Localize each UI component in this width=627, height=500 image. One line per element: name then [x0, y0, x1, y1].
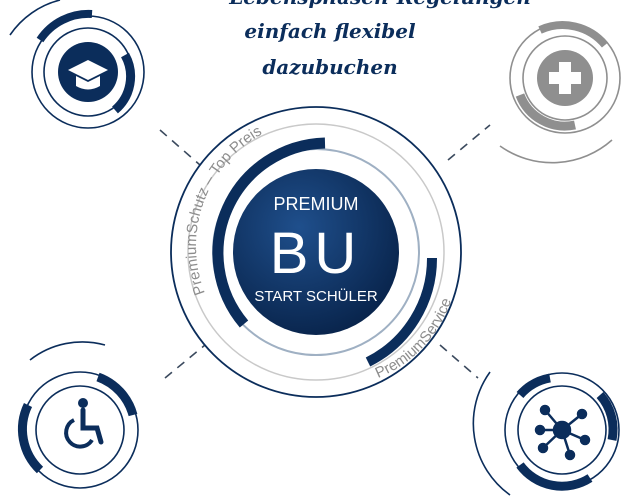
satellite-disability [17, 341, 139, 489]
core-bu: BU [270, 221, 363, 286]
satellite-health [499, 21, 621, 164]
connector-lines [159, 124, 491, 379]
connector-top-left [159, 129, 201, 166]
central-rings [170, 106, 462, 398]
core-premium: PREMIUM [274, 194, 359, 214]
connector-top-right [447, 124, 491, 161]
connector-bottom-right [439, 344, 479, 379]
graduation-cap-icon [58, 42, 118, 102]
network-hub-icon [534, 404, 591, 461]
middle-grey-ring [187, 123, 445, 381]
outer-thin-ring [170, 106, 462, 398]
connector-bottom-left [164, 344, 206, 379]
top-handwritten-note: Lebensphasen-Regelungen einfach flexibel… [228, 0, 531, 79]
core-disc: PREMIUM BU START SCHÜLER [233, 169, 399, 335]
note-line-1: Lebensphasen-Regelungen [228, 0, 531, 9]
left-thick-arc [212, 137, 326, 328]
label-premiumservice: PremiumService [373, 296, 455, 382]
plus-icon [537, 50, 593, 106]
satellite-network [472, 371, 620, 496]
wheelchair-icon [64, 398, 104, 449]
note-line-3: dazubuchen [262, 55, 397, 79]
satellite-education [9, 0, 145, 129]
core-start-schueler: START SCHÜLER [254, 287, 378, 305]
note-line-2: einfach flexibel [244, 19, 416, 43]
right-thick-arc [365, 257, 438, 367]
